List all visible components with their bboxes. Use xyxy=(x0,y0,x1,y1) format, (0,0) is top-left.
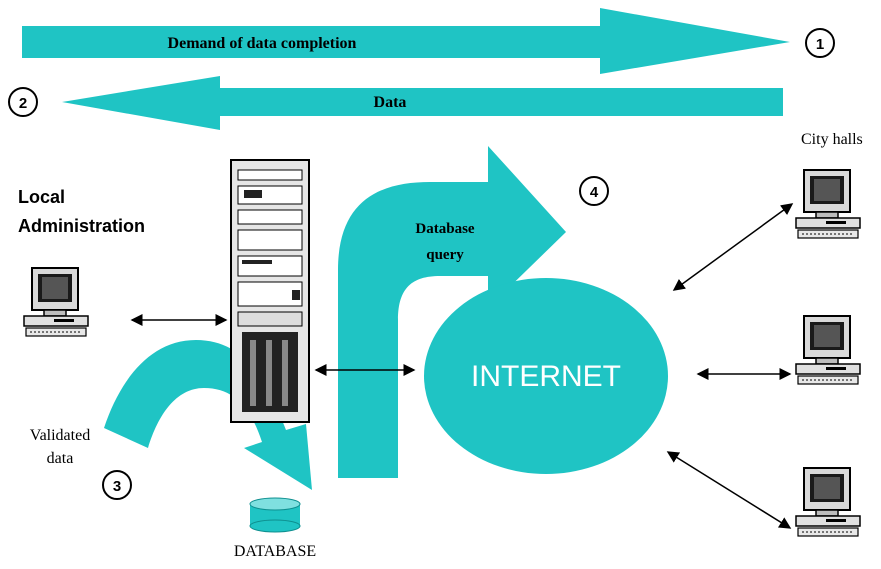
marker-3: 3 xyxy=(102,470,132,500)
link-internet-cityhall-1 xyxy=(672,203,794,291)
data-arrow: Data xyxy=(62,76,783,130)
query-label-2: query xyxy=(426,247,464,263)
svg-text:1: 1 xyxy=(816,36,824,53)
demand-arrow-label: Demand of data completion xyxy=(168,35,357,52)
local-admin-label-2: Administration xyxy=(18,216,145,236)
internet-label: INTERNET xyxy=(471,360,621,393)
computer-icon xyxy=(795,169,861,239)
database-icon xyxy=(249,497,301,533)
computer-icon xyxy=(795,315,861,385)
computer-icon xyxy=(23,267,89,337)
city-halls-label: City halls xyxy=(801,131,863,148)
svg-text:3: 3 xyxy=(113,478,121,495)
local-admin-label-1: Local xyxy=(18,187,65,207)
internet-cloud xyxy=(424,278,668,474)
svg-text:2: 2 xyxy=(19,95,27,112)
marker-1: 1 xyxy=(805,28,835,58)
link-internet-cityhall-3 xyxy=(666,451,792,529)
validated-label-1: Validated xyxy=(30,427,90,444)
svg-text:4: 4 xyxy=(590,184,599,201)
data-arrow-label: Data xyxy=(374,94,407,111)
database-label: DATABASE xyxy=(234,543,316,560)
demand-arrow: Demand of data completion xyxy=(22,8,790,74)
query-label-1: Database xyxy=(415,221,475,237)
marker-2: 2 xyxy=(8,87,38,117)
database-query-arrow xyxy=(338,146,566,478)
validated-label-2: data xyxy=(47,450,74,467)
server-icon xyxy=(230,159,310,423)
computer-icon xyxy=(795,467,861,537)
marker-4: 4 xyxy=(579,176,609,206)
